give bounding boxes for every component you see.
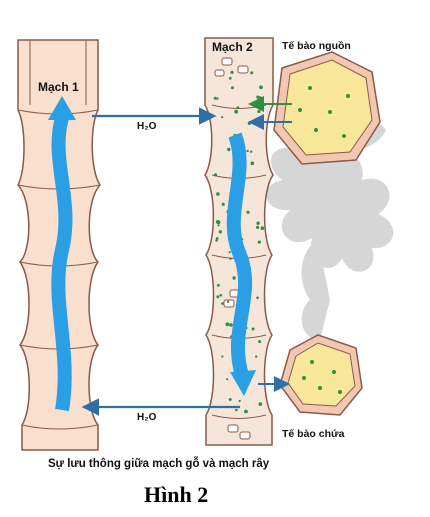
storage-cell <box>279 334 363 416</box>
sugar-dot <box>221 302 224 305</box>
sugar-dot <box>257 240 261 244</box>
sugar-dot <box>215 237 219 240</box>
sugar-dot <box>230 70 234 74</box>
sugar-dot <box>258 340 262 344</box>
diagram-caption: Sự lưu thông giữa mạch gỗ và mạch rây <box>48 458 270 470</box>
sugar-dot <box>246 210 250 214</box>
sugar-dot <box>258 402 263 406</box>
vessel-1-label: Mạch 1 <box>38 80 79 94</box>
sugar-dot <box>259 85 263 90</box>
sugar-dot <box>219 293 223 297</box>
sugar-dot <box>232 276 236 280</box>
source-cell <box>273 51 381 165</box>
sugar-dot <box>234 109 239 114</box>
sugar-dot <box>226 300 230 303</box>
xylem-flow-arrow <box>51 116 73 412</box>
sugar-dot <box>235 408 238 412</box>
sugar-dot <box>229 323 233 327</box>
sugar-dot <box>238 399 241 403</box>
phloem-flow-arrowhead <box>230 370 256 396</box>
vessel-2-label: Mạch 2 <box>212 40 253 54</box>
sugar-dot <box>216 295 220 299</box>
sugar-dot <box>236 106 240 109</box>
storage-cell-label: Tế bào chứa <box>282 428 345 440</box>
sugar-dot <box>228 76 232 80</box>
sugar-dot <box>251 327 255 331</box>
sugar-dot <box>255 355 258 358</box>
sugar-dot <box>216 192 220 196</box>
xylem-flow-arrowhead <box>48 96 76 120</box>
sugar-dot <box>225 322 230 327</box>
source-cell-label: Tế bào nguồn <box>282 40 351 52</box>
sugar-dot <box>216 97 219 100</box>
sugar-dot <box>247 121 252 126</box>
sugar-dot <box>228 398 232 401</box>
sugar-dot <box>215 220 220 224</box>
sugar-dot <box>229 257 232 260</box>
sugar-dot <box>256 225 260 229</box>
phloem-flow-arrow <box>226 132 253 378</box>
sugar-dot <box>228 251 231 254</box>
sugar-dot <box>260 226 265 230</box>
sugar-dot <box>217 224 220 227</box>
sugar-dot <box>226 378 229 381</box>
sugar-dot <box>218 230 222 234</box>
sugar-dot <box>256 221 260 225</box>
sugar-dot <box>221 116 224 119</box>
sugar-dot <box>213 173 218 177</box>
sugar-dot <box>221 202 225 206</box>
sugar-dot <box>250 161 255 166</box>
sugar-dot <box>221 355 224 358</box>
sugar-dot <box>231 86 234 90</box>
sugar-dot <box>245 410 249 413</box>
figure-title: Hình 2 <box>144 482 209 507</box>
sugar-dot <box>257 109 261 114</box>
sugar-dot <box>227 147 231 152</box>
sugar-dot <box>250 71 254 75</box>
sugar-dot <box>259 96 262 99</box>
water-label-top: H₂O <box>137 121 157 132</box>
sugar-dot <box>246 149 249 153</box>
sugar-dot <box>256 296 259 300</box>
sugar-dot <box>250 150 253 153</box>
sugar-dot <box>213 96 217 100</box>
sugar-dot <box>216 283 220 287</box>
sugar-dot <box>256 95 260 99</box>
water-label-bottom: H₂O <box>137 412 157 423</box>
